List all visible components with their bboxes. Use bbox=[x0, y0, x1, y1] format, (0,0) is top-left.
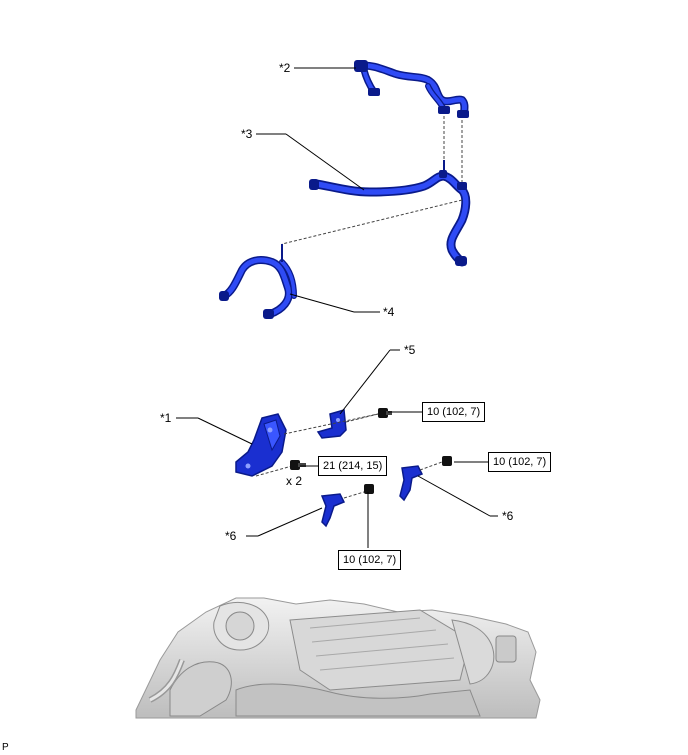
leader-lines bbox=[176, 67, 498, 548]
part-3-hose bbox=[309, 160, 471, 267]
callout-part-5: *5 bbox=[404, 343, 416, 357]
callout-part-6-left: *6 bbox=[225, 529, 237, 543]
callout-part-4: *4 bbox=[383, 305, 395, 319]
part-1-bracket bbox=[235, 413, 287, 477]
torque-spec-bolt-5: 10 (102, 7) bbox=[422, 402, 486, 422]
bolt-6-left bbox=[364, 484, 374, 494]
bolt-5 bbox=[378, 408, 392, 418]
corner-mark: P bbox=[2, 742, 9, 753]
bolt-6-right bbox=[442, 456, 452, 466]
bolt-1 bbox=[290, 460, 306, 470]
part-5-bracket bbox=[316, 409, 347, 439]
engine-assembly bbox=[135, 597, 541, 719]
torque-spec-bolt-6-left: 10 (102, 7) bbox=[338, 550, 402, 570]
callout-part-3: *3 bbox=[241, 127, 253, 141]
callout-part-2: *2 bbox=[279, 61, 291, 75]
torque-spec-bolt-1: 21 (214, 15) bbox=[318, 456, 388, 476]
part-4-hose bbox=[219, 244, 297, 319]
part-6-right bbox=[399, 465, 424, 502]
part-6-left bbox=[320, 493, 346, 528]
bolt-quantity: x 2 bbox=[286, 474, 303, 488]
callout-part-1: *1 bbox=[160, 411, 172, 425]
part-2-hose bbox=[354, 60, 469, 118]
callout-part-6-right: *6 bbox=[502, 509, 514, 523]
torque-spec-bolt-6-right: 10 (102, 7) bbox=[488, 452, 552, 472]
